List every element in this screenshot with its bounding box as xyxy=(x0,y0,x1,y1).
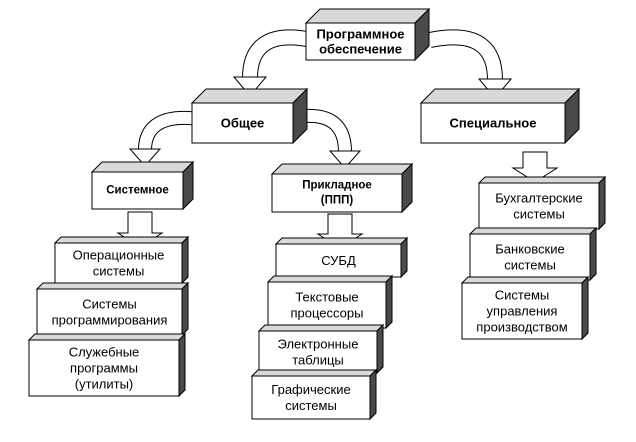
special-item-1-side-face xyxy=(589,226,597,282)
applied-item-2-front-face xyxy=(258,330,378,374)
special-item-0-side-face xyxy=(598,175,606,231)
special-item-0-front-face xyxy=(478,182,600,230)
special-box-label-line: Специальное xyxy=(450,116,537,131)
general-box-front-face xyxy=(191,102,294,144)
system-item-0-label-line: системы xyxy=(93,264,145,279)
root-box-front-face xyxy=(305,22,416,61)
special-item-2-top-face xyxy=(460,276,590,284)
general-box-label-line: Общее xyxy=(221,116,265,131)
applied-box-top-face xyxy=(270,163,414,175)
applied-item-0-front-face xyxy=(275,243,402,278)
applied-box-front-face xyxy=(271,173,403,213)
special-item-2-label-line: производством xyxy=(476,320,567,335)
applied-item-2-label-line: таблицы xyxy=(292,353,344,368)
general-box-top-face xyxy=(190,88,309,104)
applied-item-3-label-line: Графические xyxy=(271,382,350,397)
special-item-0-label-line: Бухгалтерские xyxy=(495,191,582,206)
applied-item-0: СУБД xyxy=(274,236,409,279)
system-box-front-face xyxy=(91,171,184,210)
special-item-2-front-face xyxy=(461,282,583,340)
applied-box-label-line: (ППП) xyxy=(321,195,354,207)
applied-item-1-label-line: Текстовые xyxy=(295,290,358,305)
applied-item-1-side-face xyxy=(385,274,393,330)
system-item-0-top-face xyxy=(53,236,190,244)
general-box: Общее xyxy=(190,87,309,145)
applied-item-2-top-face xyxy=(257,324,385,332)
special-item-1-front-face xyxy=(469,233,591,281)
root-box-label-line: обеспечение xyxy=(319,42,402,57)
special-box-front-face xyxy=(420,102,566,144)
system-item-1-label-line: Системы xyxy=(82,297,136,312)
applied-item-0-label-line: СУБД xyxy=(321,253,356,268)
system-item-0-side-face xyxy=(181,235,189,285)
system-item-0-front-face xyxy=(54,242,183,284)
system-item-2-top-face xyxy=(27,333,187,341)
special-box-top-face xyxy=(419,88,581,104)
applied-item-0-top-face xyxy=(274,237,409,245)
system-box: Системное xyxy=(90,160,195,211)
applied-item-2-side-face xyxy=(376,323,384,375)
applied-box: Прикладное (ППП) xyxy=(270,162,414,214)
system-item-2-side-face xyxy=(178,332,186,398)
system-item-1-side-face xyxy=(181,281,189,337)
system-item-1-top-face xyxy=(35,282,190,290)
special-item-0-label-line: системы xyxy=(513,207,565,222)
system-item-1-label-line: программирования xyxy=(52,313,168,328)
special-item-1-label-line: Банковские xyxy=(495,242,564,257)
special-item-1-top-face xyxy=(468,227,598,235)
applied-item-1-front-face xyxy=(267,281,387,329)
applied-item-3-side-face xyxy=(369,368,377,421)
applied-item-1-top-face xyxy=(266,275,394,283)
applied-item-3-top-face xyxy=(250,369,378,377)
applied-item-2-label-line: Электронные xyxy=(278,337,359,352)
system-item-2-label-line: (утилиты) xyxy=(75,377,134,392)
special-box: Специальное xyxy=(419,87,581,145)
root-box-label-line: Программное xyxy=(316,27,404,42)
system-box-label-line: Системное xyxy=(106,185,169,197)
system-item-2-label-line: Служебные xyxy=(69,345,140,360)
special-item-2-label-line: Системы xyxy=(495,288,549,303)
system-box-top-face xyxy=(90,161,195,173)
arrow-root-to-general xyxy=(232,29,314,97)
special-item-2-label-line: управления xyxy=(487,304,558,319)
system-item-2-label-line: программы xyxy=(70,361,138,376)
arrow-special-to-items xyxy=(511,151,559,183)
applied-item-3-label-line: системы xyxy=(285,398,337,413)
applied-item-1-label-line: процессоры xyxy=(291,306,364,321)
special-item-2-side-face xyxy=(581,275,589,341)
system-item-1-front-face xyxy=(36,288,183,336)
special-item-1-label-line: системы xyxy=(504,258,556,273)
root-box-top-face xyxy=(304,8,431,24)
applied-box-label-line: Прикладное xyxy=(302,180,372,192)
system-item-0-label-line: Операционные xyxy=(73,248,165,263)
system-item-2-front-face xyxy=(28,339,180,397)
applied-item-3-front-face xyxy=(251,375,371,420)
special-item-0-top-face xyxy=(477,176,607,184)
applied-item-0-side-face xyxy=(400,236,408,279)
